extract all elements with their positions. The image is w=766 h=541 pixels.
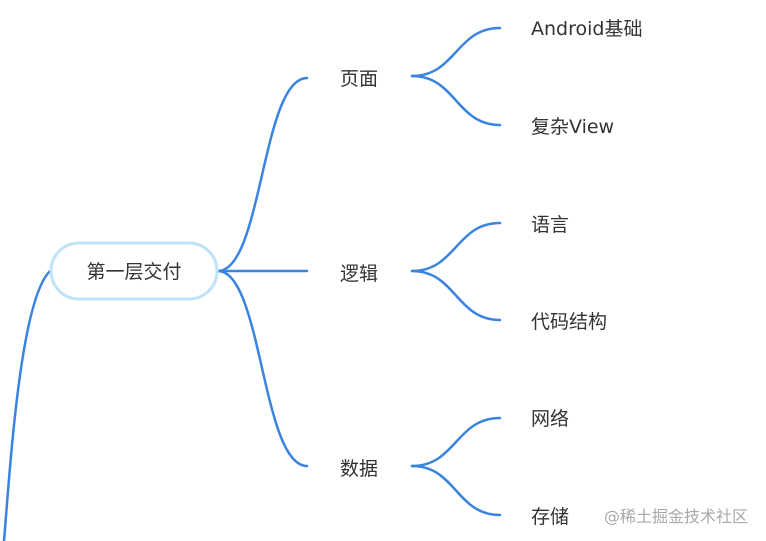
- edge-logic-structure: [410, 269, 502, 322]
- leaf-label-language: 语言: [531, 214, 569, 236]
- root-node-label: 第一层交付: [86, 261, 181, 283]
- edge-pages-view: [410, 74, 502, 127]
- leaf-node-network[interactable]: 网络: [531, 408, 569, 430]
- leaf-label-structure: 代码结构: [531, 311, 607, 333]
- leaf-label-android: Android基础: [531, 18, 642, 40]
- branch-label-logic: 逻辑: [340, 263, 378, 285]
- watermark-text: @稀土掘金技术社区: [604, 507, 748, 526]
- branch-node-logic[interactable]: 逻辑: [340, 263, 378, 285]
- leaf-node-android[interactable]: Android基础: [531, 18, 642, 40]
- edge-parent-root: [2, 269, 52, 541]
- branch-label-pages: 页面: [340, 68, 378, 90]
- edge-data-network: [410, 416, 502, 468]
- edge-pages-android: [410, 26, 502, 78]
- branch-node-pages[interactable]: 页面: [340, 68, 378, 90]
- root-node-box: [49, 241, 219, 301]
- leaf-node-view[interactable]: 复杂View: [531, 116, 614, 138]
- leaf-label-view: 复杂View: [531, 116, 614, 138]
- leaf-label-storage: 存储: [531, 506, 569, 528]
- leaf-label-network: 网络: [531, 408, 569, 430]
- branch-node-data[interactable]: 数据: [340, 458, 378, 480]
- leaf-node-structure[interactable]: 代码结构: [531, 311, 607, 333]
- branch-label-data: 数据: [340, 458, 378, 480]
- edges: [2, 26, 502, 541]
- edge-root-data: [216, 269, 309, 468]
- root-node[interactable]: 第一层交付: [49, 241, 219, 301]
- edge-data-storage: [410, 464, 502, 517]
- leaf-node-language[interactable]: 语言: [531, 214, 569, 236]
- leaf-node-storage[interactable]: 存储: [531, 506, 569, 528]
- edge-root-pages: [216, 76, 309, 273]
- edge-logic-language: [410, 221, 502, 273]
